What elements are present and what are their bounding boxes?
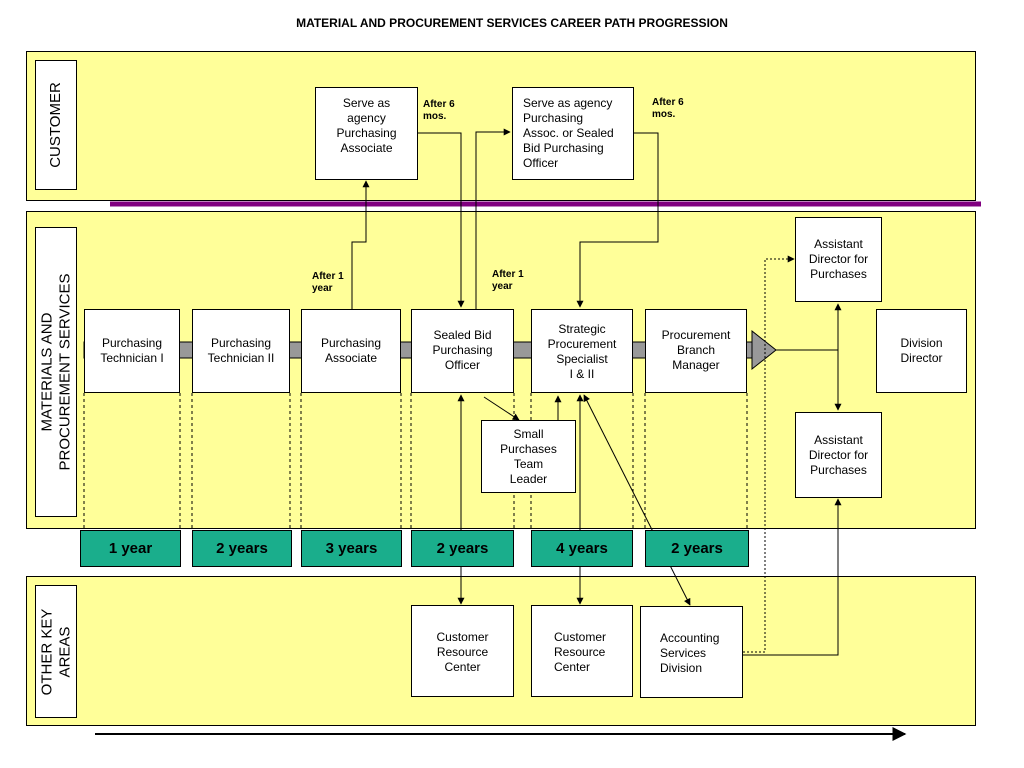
column-guides [83,393,748,530]
note-after-1-year-2: After 1 year [492,269,524,292]
box-agency-purchasing-associate: Serve as agency Purchasing Associate [315,87,418,180]
box-agency-sealed-bid-officer: Serve as agency Purchasing Assoc. or Sea… [512,87,634,180]
box-procurement-branch-manager: Procurement Branch Manager [645,309,747,393]
box-customer-resource-center-2: Customer Resource Center [531,605,633,697]
box-purchasing-associate: Purchasing Associate [301,309,401,393]
customer-label-box: CUSTOMER [35,60,77,190]
note-after-6-months-2: After 6 mos. [652,97,684,120]
duration-associate: 3 years [301,530,402,567]
box-division-director: Division Director [876,309,967,393]
duration-strategic: 4 years [531,530,633,567]
connector-associate-to-customer [351,180,370,309]
connector-sealed-bid-to-customer [475,128,511,309]
box-assistant-director-top: Assistant Director for Purchases [795,217,882,302]
box-small-purchases-team-leader: Small Purchases Team Leader [481,420,576,493]
page-title: MATERIAL AND PROCUREMENT SERVICES CAREER… [296,16,728,30]
connector-accounting-to-asst-director [743,498,842,656]
box-sealed-bid-officer: Sealed Bid Purchasing Officer [411,309,514,393]
duration-tech2: 2 years [192,530,292,567]
progression-track-arrowhead [751,329,777,371]
connector-customer-to-strategic [576,132,659,308]
duration-branch-manager: 2 years [645,530,749,567]
connector-accounting-dotted [743,255,795,653]
other-areas-label-box: OTHER KEY AREAS [35,585,77,718]
connector-sealed-bid-to-small-purchases [483,396,520,421]
connector-strategic-accounting [583,394,691,606]
duration-tech1: 1 year [80,530,181,567]
note-after-1-year-1: After 1 year [312,271,344,294]
box-accounting-services-division: Accounting Services Division [640,606,743,698]
customer-band [26,51,976,201]
box-assistant-director-bottom: Assistant Director for Purchases [795,412,882,498]
box-customer-resource-center-1: Customer Resource Center [411,605,514,697]
box-purchasing-technician-2: Purchasing Technician II [192,309,290,393]
box-strategic-procurement-specialist: Strategic Procurement Specialist I & II [531,309,633,393]
note-after-6-months-1: After 6 mos. [423,99,455,122]
materials-label-box: MATERIALS AND PROCUREMENT SERVICES [35,227,77,517]
duration-sealed-bid: 2 years [411,530,514,567]
connector-customer-to-sealed-bid [418,132,465,308]
box-purchasing-technician-1: Purchasing Technician I [84,309,180,393]
